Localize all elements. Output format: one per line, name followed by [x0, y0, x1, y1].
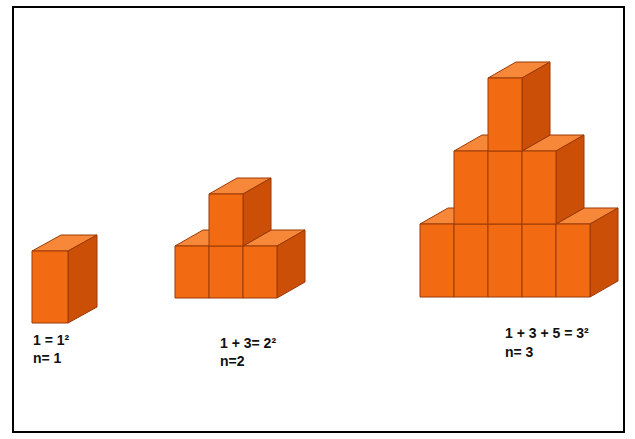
- cube-face: [522, 224, 556, 297]
- cube-face: [488, 224, 522, 297]
- n-value: n= 3: [505, 343, 533, 361]
- cube-face: [488, 151, 522, 224]
- cube-face: [243, 246, 277, 298]
- n-value: n= 1: [33, 349, 61, 367]
- cube-face: [522, 151, 556, 224]
- cube-face: [488, 78, 522, 151]
- sum-equation: 1 = 1²: [33, 331, 69, 349]
- cube-face: [277, 230, 305, 298]
- cube-face: [209, 246, 243, 298]
- sum-equation: 1 + 3= 2²: [220, 334, 276, 352]
- cube-face: [209, 194, 243, 246]
- n-value: n=2: [220, 352, 245, 370]
- sum-equation: 1 + 3 + 5 = 3²: [505, 324, 589, 342]
- cube-face: [454, 151, 488, 224]
- cube-face: [175, 246, 209, 298]
- cube-face: [522, 62, 550, 151]
- cube-face: [556, 224, 590, 297]
- cube-face: [420, 224, 454, 297]
- cube-stacks: [32, 62, 618, 323]
- cube-face: [454, 224, 488, 297]
- cube-face: [68, 235, 97, 323]
- cube-face: [243, 178, 271, 246]
- cube-face: [32, 251, 68, 323]
- cube-face: [590, 208, 618, 297]
- frame: [13, 7, 624, 432]
- cube-face: [556, 135, 584, 224]
